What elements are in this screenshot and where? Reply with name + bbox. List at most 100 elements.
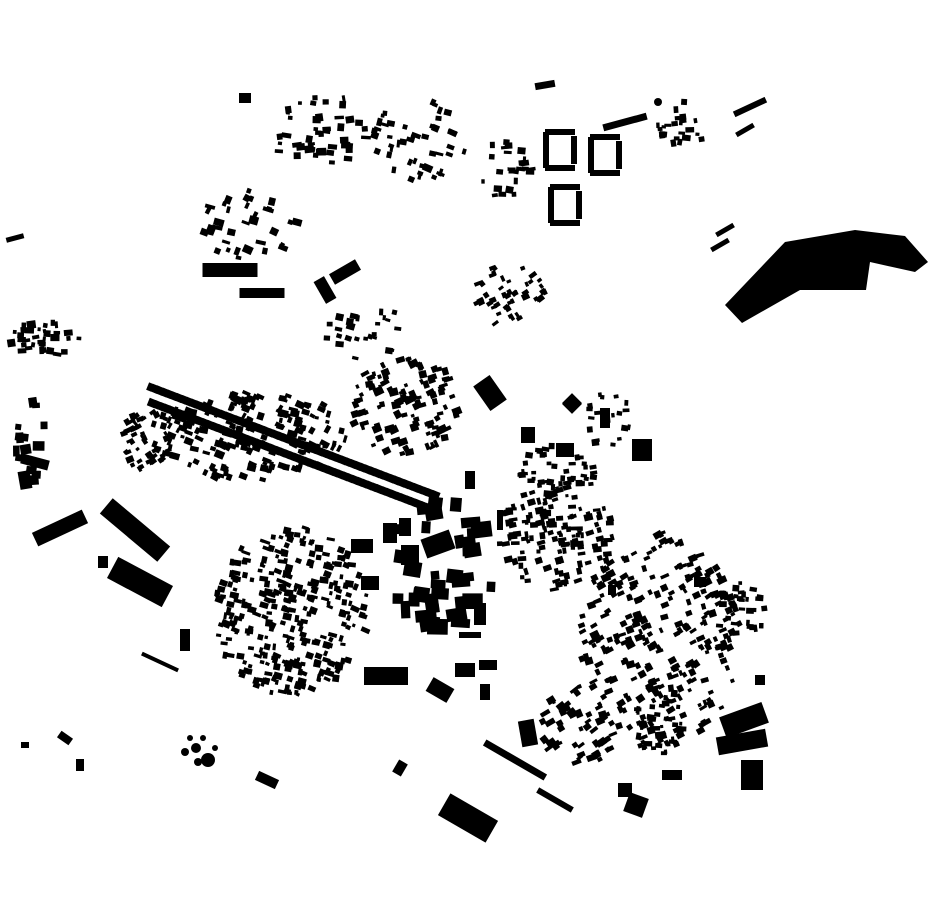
building (570, 475, 576, 481)
building (549, 491, 558, 498)
building (514, 311, 520, 318)
building (545, 129, 575, 135)
building (202, 468, 209, 477)
building (619, 572, 629, 581)
building (386, 134, 393, 139)
building (576, 560, 583, 569)
building (294, 614, 300, 623)
building (518, 562, 524, 569)
building (682, 587, 688, 594)
building (166, 422, 173, 430)
building (269, 689, 274, 696)
building (249, 403, 256, 411)
building (479, 660, 497, 670)
building (286, 533, 292, 539)
building (191, 446, 197, 451)
building (349, 418, 359, 428)
building (673, 136, 680, 141)
building (135, 446, 140, 452)
building (509, 298, 515, 305)
building (536, 482, 542, 488)
building (325, 149, 335, 157)
building-round (194, 758, 202, 766)
building (489, 141, 495, 149)
building (171, 415, 181, 421)
building (345, 614, 352, 622)
building (738, 607, 746, 611)
building (175, 427, 181, 434)
building (355, 571, 363, 580)
building (594, 716, 606, 726)
building (671, 120, 679, 127)
building (555, 559, 562, 565)
building (635, 693, 646, 704)
building (329, 442, 337, 451)
building (644, 681, 654, 690)
building (255, 239, 267, 246)
building (526, 498, 537, 507)
building (667, 655, 678, 665)
building (576, 526, 583, 531)
building (563, 541, 571, 546)
building (17, 470, 33, 490)
building (573, 688, 582, 697)
building (704, 571, 711, 579)
building (162, 434, 170, 443)
building (266, 590, 277, 598)
building (141, 651, 179, 673)
building (229, 404, 236, 411)
building (163, 430, 168, 436)
building (476, 298, 486, 307)
building (412, 587, 425, 601)
building (245, 394, 257, 404)
building (761, 605, 768, 612)
building (233, 628, 240, 633)
building (29, 474, 39, 486)
building (536, 787, 574, 813)
building (367, 333, 374, 340)
building (371, 371, 377, 377)
building (714, 644, 724, 651)
building (277, 689, 288, 695)
building (317, 147, 327, 156)
building (287, 593, 298, 603)
building (602, 112, 648, 132)
building (707, 608, 718, 618)
building (589, 725, 599, 735)
building (412, 157, 418, 165)
building (226, 600, 235, 608)
building (293, 532, 301, 538)
building (527, 278, 534, 285)
building (565, 493, 569, 498)
building (361, 576, 379, 590)
building (519, 265, 526, 271)
building (543, 132, 549, 168)
building (619, 619, 628, 628)
building (296, 657, 301, 661)
building (634, 661, 642, 670)
building (392, 759, 408, 777)
building (622, 657, 628, 662)
building (551, 535, 559, 543)
building (640, 722, 644, 730)
building (531, 470, 537, 475)
building (660, 751, 667, 756)
building (46, 346, 55, 355)
building (379, 401, 386, 408)
building (670, 736, 675, 744)
building (702, 619, 708, 627)
building (272, 588, 283, 595)
building (499, 275, 506, 283)
building (364, 667, 408, 685)
building (445, 568, 464, 585)
building (21, 742, 29, 748)
building (691, 590, 702, 600)
building (535, 557, 543, 562)
building (106, 556, 174, 608)
building (378, 308, 384, 316)
building (527, 478, 535, 484)
building (555, 515, 564, 521)
building (312, 152, 319, 158)
building (412, 416, 420, 423)
building (664, 123, 672, 127)
